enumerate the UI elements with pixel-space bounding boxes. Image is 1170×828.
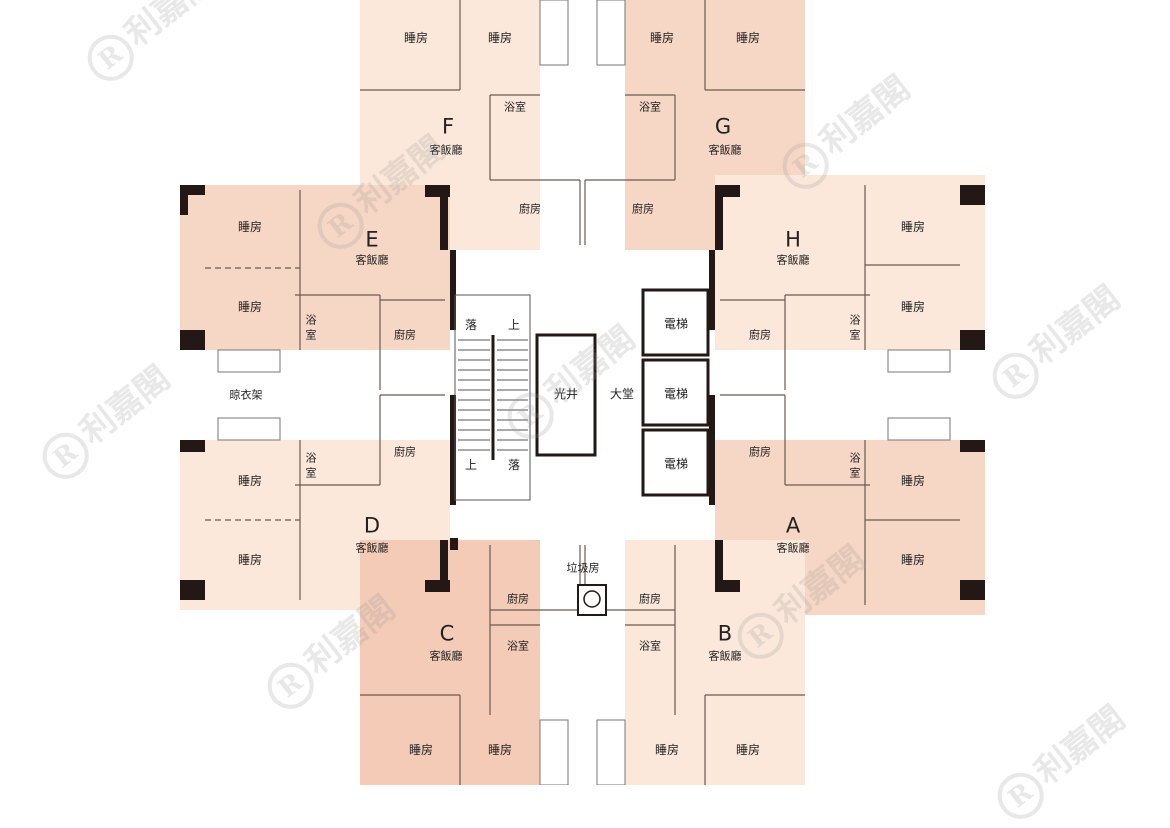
bedroom-g1: 睡房 — [649, 31, 675, 45]
unit-label-h: H — [785, 227, 801, 252]
kitchen-g: 廚房 — [632, 202, 654, 216]
bathroom-h-1: 浴 — [849, 313, 861, 327]
lift-2: 電梯 — [663, 387, 689, 401]
kitchen-e: 廚房 — [394, 328, 416, 342]
lift-shafts — [641, 288, 710, 497]
bedroom-d2: 睡房 — [237, 553, 263, 567]
bathroom-b: 浴室 — [639, 639, 661, 653]
drying-racks — [217, 0, 951, 785]
living-dining-b: 客飯廳 — [708, 649, 742, 663]
stair-up-top: 上 — [507, 318, 521, 332]
bathroom-a-1: 浴 — [849, 451, 861, 465]
unit-label-a: A — [785, 513, 801, 538]
stair-down-top: 落 — [464, 318, 478, 332]
kitchen-d: 廚房 — [394, 445, 416, 459]
bathroom-h-2: 室 — [849, 328, 861, 342]
refuse-room-label: 垃圾房 — [566, 561, 600, 575]
bathroom-e-1: 浴 — [305, 313, 317, 327]
stair-up-bottom: 上 — [464, 458, 478, 472]
bedroom-a2: 睡房 — [900, 553, 926, 567]
bedroom-f1: 睡房 — [403, 31, 429, 45]
lightwell-box — [535, 333, 597, 457]
living-dining-d: 客飯廳 — [355, 541, 389, 555]
lift-3: 電梯 — [663, 457, 689, 471]
kitchen-c: 廚房 — [507, 592, 529, 606]
bathroom-d-1: 浴 — [305, 451, 317, 465]
room-partitions — [205, 0, 960, 785]
bedroom-h1: 睡房 — [900, 220, 926, 234]
floor-plan — [180, 0, 985, 785]
unit-label-f: F — [441, 114, 455, 139]
bedroom-h2: 睡房 — [900, 300, 926, 314]
living-dining-g: 客飯廳 — [708, 143, 742, 157]
kitchen-f: 廚房 — [519, 202, 541, 216]
kitchen-h: 廚房 — [749, 328, 771, 342]
bedroom-b1: 睡房 — [654, 743, 680, 757]
bedroom-c1: 睡房 — [408, 743, 434, 757]
bedroom-b2: 睡房 — [735, 743, 761, 757]
lightwell-label: 光井 — [553, 387, 579, 401]
unit-label-b: B — [717, 621, 733, 646]
living-dining-f: 客飯廳 — [429, 143, 463, 157]
bathroom-e-2: 室 — [305, 328, 317, 342]
stairs — [454, 294, 531, 501]
unit-label-d: D — [363, 513, 381, 538]
unit-label-g: G — [714, 114, 732, 139]
lobby-label: 大堂 — [609, 387, 635, 401]
unit-label-e: E — [365, 227, 379, 252]
living-dining-c: 客飯廳 — [429, 649, 463, 663]
unit-h-shape — [715, 175, 985, 350]
bathroom-d-2: 室 — [305, 466, 317, 480]
kitchen-b: 廚房 — [639, 592, 661, 606]
bathroom-a-2: 室 — [849, 466, 861, 480]
bedroom-e2: 睡房 — [237, 300, 263, 314]
bathroom-g: 浴室 — [639, 100, 661, 114]
structural-walls — [180, 185, 985, 600]
bedroom-a1: 睡房 — [900, 474, 926, 488]
unit-c-shape — [360, 540, 540, 785]
kitchen-a: 廚房 — [749, 445, 771, 459]
unit-label-c: C — [439, 621, 455, 646]
bedroom-g2: 睡房 — [735, 31, 761, 45]
refuse-chute — [577, 584, 607, 616]
bedroom-f2: 睡房 — [487, 31, 513, 45]
stair-down-bottom: 落 — [507, 458, 521, 472]
bedroom-c2: 睡房 — [487, 743, 513, 757]
lift-1: 電梯 — [663, 317, 689, 331]
bedroom-d1: 睡房 — [237, 474, 263, 488]
bathroom-c: 浴室 — [507, 639, 529, 653]
living-dining-a: 客飯廳 — [776, 541, 810, 555]
drying-rack-label: 晾衣架 — [229, 388, 263, 402]
bathroom-f: 浴室 — [504, 100, 526, 114]
living-dining-h: 客飯廳 — [776, 253, 810, 267]
bedroom-e1: 睡房 — [237, 220, 263, 234]
living-dining-e: 客飯廳 — [355, 253, 389, 267]
